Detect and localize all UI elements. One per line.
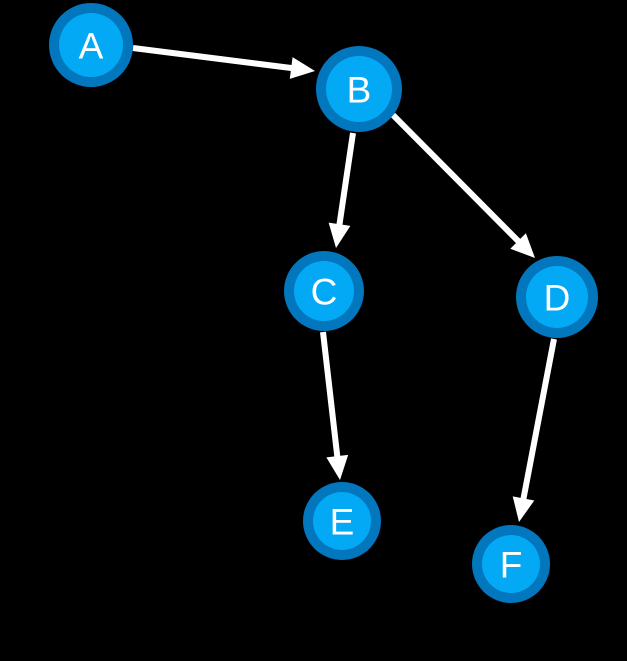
graph-node-b[interactable]: B [316, 46, 402, 132]
node-fill [294, 261, 354, 321]
graph-node-d[interactable]: D [516, 256, 598, 338]
edge-b-to-d [390, 112, 535, 258]
arrowhead-icon [328, 222, 351, 248]
node-label-a: A [79, 26, 104, 67]
node-label-b: B [347, 70, 372, 111]
edge-c-to-e [320, 331, 349, 480]
node-label-e: E [330, 502, 355, 543]
node-label-d: D [544, 278, 571, 319]
edge-d-to-f [512, 338, 557, 522]
edge-b-to-c [328, 132, 356, 248]
node-label-f: F [500, 545, 523, 586]
node-fill [526, 266, 588, 328]
graph-node-a[interactable]: A [49, 3, 133, 87]
edges-layer [132, 45, 557, 522]
edge-shaft [390, 112, 522, 245]
edge-shaft [132, 45, 294, 72]
node-fill [482, 535, 540, 593]
edge-shaft [320, 331, 341, 459]
arrowhead-icon [289, 57, 315, 79]
graph-node-c[interactable]: C [284, 251, 364, 331]
edge-shaft [336, 132, 356, 227]
node-fill [326, 56, 392, 122]
node-label-c: C [311, 272, 338, 313]
arrowhead-icon [510, 233, 535, 258]
graph-node-e[interactable]: E [303, 482, 381, 560]
graph-node-f[interactable]: F [472, 525, 550, 603]
arrowhead-icon [512, 496, 535, 522]
nodes-layer: A B C D E F [49, 3, 598, 603]
edge-shaft [520, 338, 557, 501]
arrowhead-icon [326, 454, 349, 480]
node-fill [59, 13, 123, 77]
edge-a-to-b [132, 45, 315, 79]
node-fill [313, 492, 371, 550]
